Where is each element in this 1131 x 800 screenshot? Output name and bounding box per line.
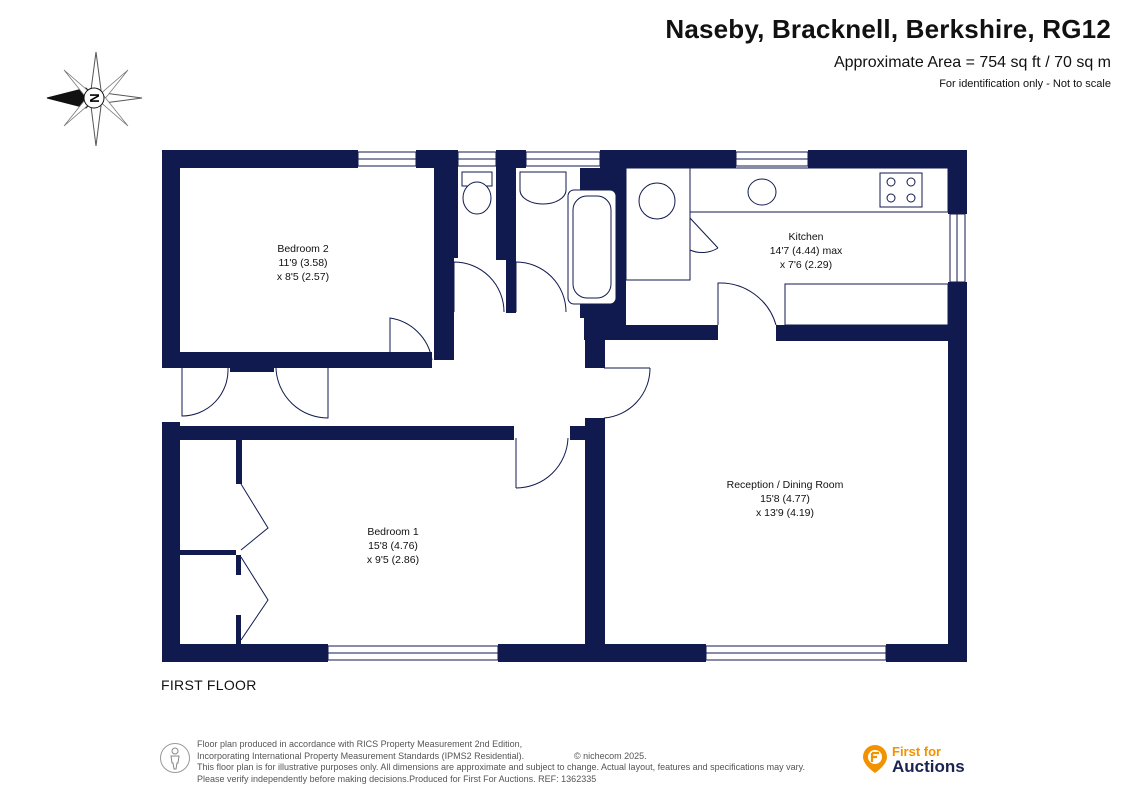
footer-line: Floor plan produced in accordance with R… <box>197 739 523 749</box>
floor-plan: N <box>46 51 967 662</box>
bedroom2-dim1: 11'9 (3.58) <box>278 257 327 269</box>
footer: Floor plan produced in accordance with R… <box>160 739 860 789</box>
reception-dim2: x 13'9 (4.19) <box>756 507 814 519</box>
bedroom2-name: Bedroom 2 <box>277 243 329 255</box>
doors <box>181 217 777 641</box>
reception-dim1: 15'8 (4.77) <box>760 493 810 505</box>
brand-line2: Auctions <box>892 757 965 776</box>
brand-line1: First for <box>892 744 942 759</box>
room-labels: Bedroom 2 11'9 (3.58) x 8'5 (2.57) Kitch… <box>277 231 844 566</box>
bedroom1-dim2: x 9'5 (2.86) <box>367 554 419 566</box>
reception-name: Reception / Dining Room <box>727 479 844 491</box>
kitchen-sink-icon <box>747 178 777 206</box>
walls <box>162 150 967 662</box>
floor-label: FIRST FLOOR <box>161 677 257 693</box>
kitchen-name: Kitchen <box>788 231 823 243</box>
windows <box>327 151 966 661</box>
brand-pin-icon <box>863 745 887 773</box>
compass-rose-icon: N <box>46 51 143 147</box>
brand-logo: First for Auctions <box>862 742 972 776</box>
toilet-icon <box>462 181 492 215</box>
kitchen-dim2: x 7'6 (2.29) <box>780 259 832 271</box>
appliance-circle <box>638 182 676 220</box>
bedroom2-dim2: x 8'5 (2.57) <box>277 271 329 283</box>
approximate-area: Approximate Area = 754 sq ft / 70 sq m <box>833 54 1111 71</box>
footer-line: This floor plan is for illustrative purp… <box>197 762 805 772</box>
property-title: Naseby, Bracknell, Berkshire, RG12 <box>665 14 1111 44</box>
bedroom1-dim1: 15'8 (4.76) <box>368 540 418 552</box>
fixtures <box>461 167 949 326</box>
kitchen-dim1: 14'7 (4.44) max <box>770 245 843 257</box>
copyright: © nichecom 2025. <box>574 751 647 761</box>
person-icon <box>160 743 190 773</box>
footer-line: Please verify independently before makin… <box>197 773 597 784</box>
bedroom1-name: Bedroom 1 <box>367 526 419 538</box>
compass-letter: N <box>87 93 102 102</box>
footer-line: Incorporating International Property Mea… <box>197 750 525 761</box>
footer-disclaimer: Floor plan produced in accordance with R… <box>197 739 805 785</box>
basin-icon <box>519 171 567 205</box>
identification-note: For identification only - Not to scale <box>939 78 1111 90</box>
